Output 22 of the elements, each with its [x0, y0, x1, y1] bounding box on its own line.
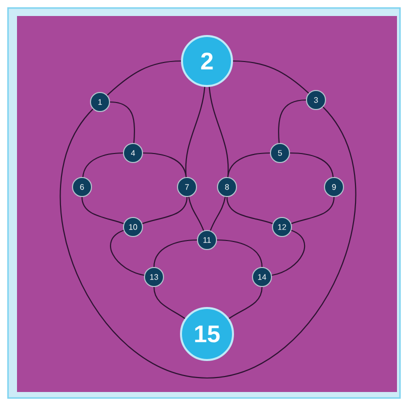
- connecting-line: [272, 230, 306, 276]
- connecting-line: [110, 101, 136, 144]
- connecting-line: [210, 196, 226, 231]
- connecting-line: [106, 60, 182, 96]
- connecting-line: [81, 196, 124, 224]
- connecting-line: [60, 106, 356, 379]
- connecting-line: [232, 60, 310, 94]
- connecting-line: [188, 196, 204, 231]
- connecting-line: [142, 196, 188, 224]
- connecting-line: [227, 152, 270, 178]
- connecting-line: [110, 230, 144, 276]
- connecting-line: [153, 286, 186, 319]
- connecting-line: [82, 152, 124, 178]
- connecting-line: [226, 196, 273, 224]
- connecting-line: [216, 239, 263, 268]
- connecting-line: [228, 286, 263, 319]
- connecting-line: [153, 239, 198, 268]
- connecting-line: [142, 152, 187, 178]
- connecting-line: [278, 99, 306, 144]
- connecting-line: [291, 196, 335, 224]
- connecting-line: [185, 86, 206, 178]
- connecting-line: [290, 152, 334, 178]
